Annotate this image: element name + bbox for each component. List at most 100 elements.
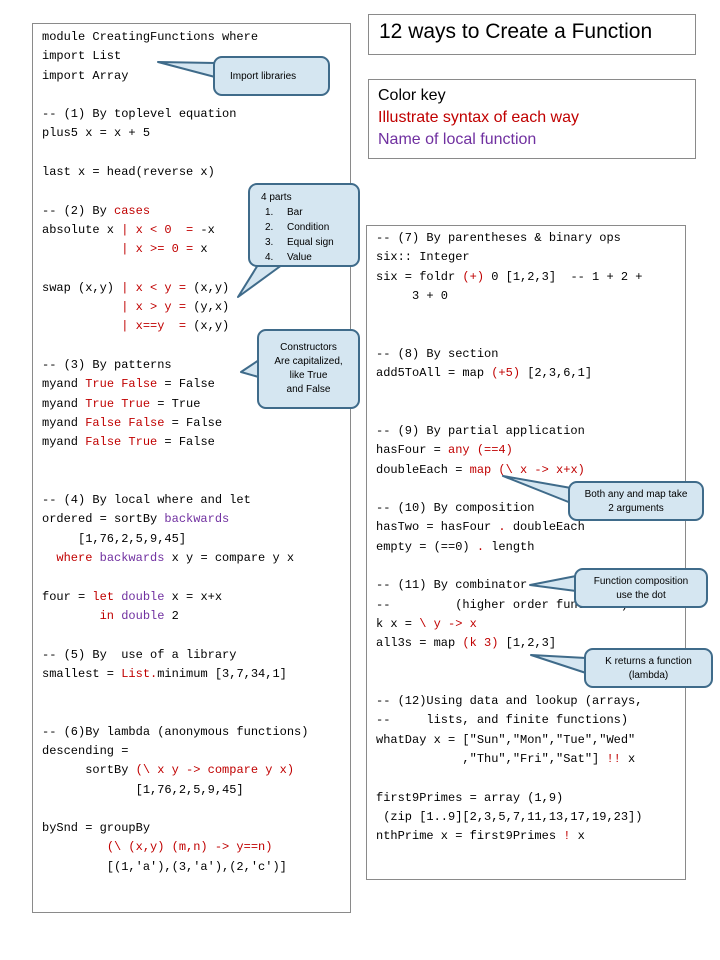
code-token: (zip [1..9][2,3,5,7,11,13,17,19,23]) xyxy=(376,809,643,824)
code-token: ! xyxy=(563,829,571,844)
code-token: whatDay x = ["Sun","Mon","Tue","Wed" xyxy=(376,732,636,747)
code-line: import Array xyxy=(42,67,308,86)
code-token: doubleEach = xyxy=(376,462,470,477)
code-token: [(1,'a'),(3,'a'),(2,'c')] xyxy=(42,859,287,874)
code-token: k x = xyxy=(376,616,420,631)
code-line: | x > y = (y,x) xyxy=(42,298,308,317)
code-token: absolute x xyxy=(42,222,122,237)
code-line: (\ (x,y) (m,n) -> y==n) xyxy=(42,838,308,857)
color-key-box: Color key Illustrate syntax of each way … xyxy=(368,79,696,159)
color-key-local: Name of local function xyxy=(378,131,537,148)
code-token: | x >= 0 = xyxy=(121,242,194,257)
code-token: ,"Thu","Fri","Sat"] xyxy=(376,752,607,767)
code-token: four = xyxy=(42,589,93,604)
code-token: 3 + 0 xyxy=(376,288,449,303)
code-line: | x==y = (x,y) xyxy=(42,317,308,336)
code-token: -- (4) By local where and let xyxy=(42,493,251,508)
code-token: !! xyxy=(606,752,621,767)
code-token: empty = (==0) xyxy=(376,539,477,554)
code-line: myand False True = False xyxy=(42,433,308,452)
code-token: = False xyxy=(164,415,223,430)
code-token: import List xyxy=(42,49,122,64)
code-token: -- (10) By composition xyxy=(376,501,535,516)
code-token: six = foldr xyxy=(376,269,463,284)
code-line: absolute x | x < 0 = -x xyxy=(42,221,308,240)
code-line: (zip [1..9][2,3,5,7,11,13,17,19,23]) xyxy=(376,808,642,827)
four-parts-heading: 4 parts xyxy=(261,192,292,203)
code-line: -- (3) By patterns xyxy=(42,356,308,375)
code-line: [1,76,2,5,9,45] xyxy=(42,781,308,800)
four-parts-content: 4 parts 1.Bar 2.Condition 3.Equal sign 4… xyxy=(261,190,334,265)
code-line: sortBy (\ x y -> compare y x) xyxy=(42,761,308,780)
code-token: List. xyxy=(121,666,158,681)
code-token: x xyxy=(620,752,636,767)
code-token: | x==y = xyxy=(121,319,187,334)
code-token: | x > y = xyxy=(121,300,187,315)
code-line: last x = head(reverse x) xyxy=(42,163,308,182)
code-token: -- (11) By combinator xyxy=(376,578,528,593)
code-token: (\ x y -> compare y x) xyxy=(135,763,295,778)
code-line: swap (x,y) | x < y = (x,y) xyxy=(42,279,308,298)
code-line: bySnd = groupBy xyxy=(42,819,308,838)
code-token: -- lists, and finite functions) xyxy=(376,713,629,728)
code-token: backwards xyxy=(99,551,165,566)
color-key: Color key Illustrate syntax of each way … xyxy=(378,85,579,151)
code-line: -- (5) By use of a library xyxy=(42,646,308,665)
pointer-any-map xyxy=(502,475,572,504)
code-line: myand True True = True xyxy=(42,395,308,414)
code-token: -- (5) By use of a library xyxy=(42,647,237,662)
code-token: [1,2,3] xyxy=(498,636,557,651)
code-token: (x,y) xyxy=(186,280,230,295)
code-token: True True xyxy=(85,396,151,411)
code-line: -- (1) By toplevel equation xyxy=(42,105,308,124)
code-token: plus5 x = x + 5 xyxy=(42,126,151,141)
list-item: 2.Condition xyxy=(265,222,330,233)
code-line: -- lists, and finite functions) xyxy=(376,711,642,730)
four-parts-list: 1.Bar 2.Condition 3.Equal sign 4.Value xyxy=(261,205,334,265)
code-token: map (\ x -> x+x) xyxy=(469,462,585,477)
code-line: whatDay x = ["Sun","Mon","Tue","Wed" xyxy=(376,731,642,750)
code-token: add5ToAll = map xyxy=(376,366,492,381)
code-token: (y,x) xyxy=(186,300,230,315)
code-token: sortBy xyxy=(42,763,136,778)
code-token: double xyxy=(121,608,165,623)
code-line: myand True False = False xyxy=(42,375,308,394)
code-line: descending = xyxy=(42,742,308,761)
code-token: x y = compare y x xyxy=(164,551,295,566)
code-token: 2 xyxy=(164,608,179,623)
title-box: 12 ways to Create a Function xyxy=(368,14,696,55)
code-token: 0 [1,2,3] -- 1 + 2 + xyxy=(484,269,643,284)
code-line: smallest = List.minimum [3,7,34,1] xyxy=(42,665,308,684)
code-token: doubleEach xyxy=(505,520,585,535)
code-line: ordered = sortBy backwards xyxy=(42,510,308,529)
code-token: myand xyxy=(42,435,86,450)
code-token: where xyxy=(56,551,93,566)
list-item: 1.Bar xyxy=(265,207,303,218)
code-line: -- (11) By combinator xyxy=(376,576,642,595)
code-token: [1,76,2,5,9,45] xyxy=(42,531,187,546)
color-key-syntax: Illustrate syntax of each way xyxy=(378,109,579,126)
code-token: -x xyxy=(193,222,215,237)
code-token: any (==4) xyxy=(448,443,513,458)
code-line: -- (9) By partial application xyxy=(376,422,642,441)
code-line: first9Primes = array (1,9) xyxy=(376,789,642,808)
code-token: hasTwo = hasFour xyxy=(376,520,499,535)
code-token: x xyxy=(193,242,208,257)
page-title: 12 ways to Create a Function xyxy=(379,20,653,43)
code-line: | x >= 0 = x xyxy=(42,240,308,259)
code-token: -- (9) By partial application xyxy=(376,423,585,438)
code-token: length xyxy=(484,539,535,554)
code-line: six:: Integer xyxy=(376,248,642,267)
code-line: empty = (==0) . length xyxy=(376,538,642,557)
code-line: -- (12)Using data and lookup (arrays, xyxy=(376,692,642,711)
callout-k-lambda: K returns a function (lambda) xyxy=(584,648,713,688)
code-line: all3s = map (k 3) [1,2,3] xyxy=(376,634,642,653)
pointer-k-lambda xyxy=(530,654,587,674)
code-line: in double 2 xyxy=(42,607,308,626)
code-token: (+5) xyxy=(491,366,521,381)
code-token: x = x+x xyxy=(164,589,223,604)
code-token: myand xyxy=(42,377,86,392)
code-token: swap (x,y) xyxy=(42,280,122,295)
